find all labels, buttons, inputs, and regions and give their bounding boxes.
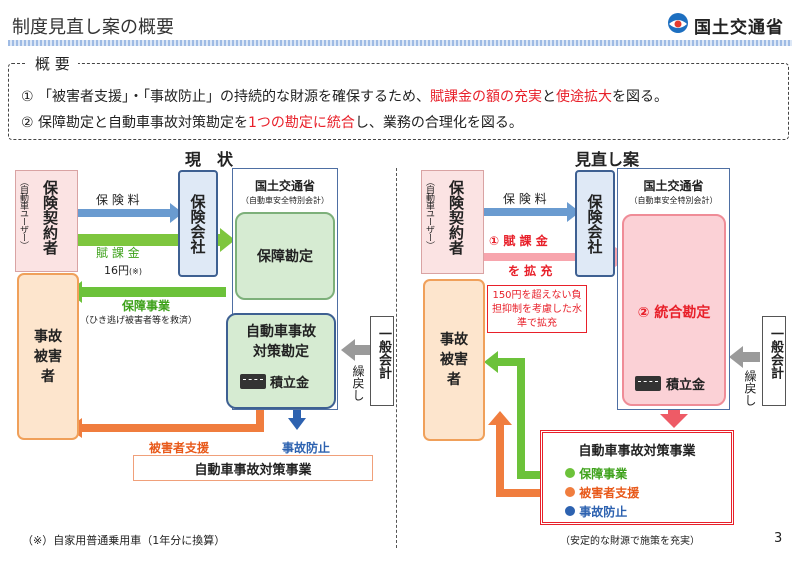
proposal-victim-box: 事故被害者 [423,279,485,441]
section-divider [396,168,397,548]
overview-line-2-pre: 保障勘定と自動車事故対策勘定を [38,115,249,131]
proposal-repayment-arrow [729,346,760,368]
logo-text: 国土交通省 [694,18,784,38]
proposal-contractor-box [421,170,484,274]
proposal-insurer-box: 保険会社 [575,170,615,277]
proposal-ministry-label: 国土交通省 [643,179,704,193]
proposal-insurer-label: 保険会社 [585,193,604,254]
ministry-emblem-icon [668,13,688,33]
current-premium-arrow [76,203,183,223]
overview-line-1-hl1: 賦課金の額の充実 [430,89,543,105]
proposal-measures-box: 自動車事故対策事業 保障事業 被害者支援 事故防止 [540,430,734,525]
title-underline [8,40,792,46]
overview-label: 概 要 [27,53,78,74]
current-victim-box: 事故被害者 [17,273,79,440]
proposal-contractor-label: 保険契約者 [447,180,465,255]
proposal-premium-label: 保 険 料 [503,192,547,206]
proposal-levy-label: ① 賦 課 金 [489,234,548,248]
proposal-item-1: 保障事業 [565,465,627,482]
current-victim-label: 事故被害者 [34,328,62,385]
current-insurer-box: 保険会社 [178,170,218,277]
current-victim-support-arrow [68,404,264,438]
overview-line-2-hl1: 1つの勘定に統合 [248,115,355,131]
current-general-account-label: 一般会計 [376,327,391,379]
current-insurer-label: 保険会社 [188,193,207,254]
current-guarantee-label: 保障勘定 [257,249,313,265]
current-levy-note-mark: (※) [129,267,142,276]
overview-line-2-num: ② [21,115,34,131]
overview-line-1: ① 「被害者支援」・「事故防止」の持続的な財源を確保するため、賦課金の額の充実と… [21,86,668,106]
current-contractor-label: 保険契約者 [41,180,59,255]
proposal-footnote: （安定的な財源で施策を充実） [560,536,700,547]
current-premium-label: 保 険 料 [96,193,140,207]
proposal-item-3-label: 事故防止 [579,505,628,519]
proposal-reserve-label: 積立金 [666,378,706,393]
proposal-item-2-label: 被害者支援 [579,486,640,500]
current-accident-account-box: 自動車事故対策勘定 積立金 [226,313,336,409]
orange-bullet-icon [565,487,575,497]
current-measures-box: 自動車事故対策事業 [133,455,373,481]
proposal-integrated-box: ② 統合勘定 積立金 [622,214,726,406]
current-prevention-label: 事故防止 [282,441,331,455]
current-repayment-label: 繰戻し [351,365,365,401]
current-prevention-arrow [288,406,306,430]
current-contractor-sub: （自動車ユーザー） [18,177,28,249]
current-ministry-sub: （自動車安全特別会計） [241,196,329,205]
proposal-title: 見直し案 [575,150,640,169]
current-levy-label: 賦 課 金 [96,246,140,260]
current-guarantee-box: 保障勘定 [235,212,335,300]
proposal-item-2: 被害者支援 [565,484,639,501]
proposal-reserve-icon [635,376,661,391]
proposal-levy-arrow [484,247,630,267]
current-guarantee-project-sub: （ひき逃げ被害者等を救済） [80,316,198,326]
blue-bullet-icon [565,506,575,516]
proposal-measures-title: 自動車事故対策事業 [578,444,696,459]
proposal-premium-arrow [484,202,580,222]
proposal-item-3: 事故防止 [565,503,627,520]
proposal-general-account-label: 一般会計 [768,327,783,379]
current-guarantee-arrow [68,281,226,303]
proposal-expand-label: を 拡 充 [508,264,553,278]
ministry-logo: 国土交通省 [667,10,795,38]
proposal-repayment-label: 繰戻し [743,370,757,406]
current-victim-support-label: 被害者支援 [149,441,210,455]
proposal-integrated-label: ② 統合勘定 [637,305,711,321]
page-title: 制度見直し案の概要 [12,17,174,38]
proposal-contractor-sub: （自動車ユーザー） [424,177,434,249]
proposal-green-arrow [484,351,556,479]
overview-line-1-num: ① [21,89,34,105]
current-ministry-label: 国土交通省 [254,179,315,193]
current-accident-account-label: 自動車事故対策勘定 [246,324,316,360]
current-reserve-icon [240,374,266,389]
current-measures-title: 自動車事故対策事業 [194,462,312,478]
overview-line-1-post: を図る。 [612,89,669,105]
overview-line-1-hl2: 使途拡大 [556,89,613,105]
current-repayment-arrow [341,339,370,361]
overview-line-1-mid: と [542,89,557,105]
footer-note: （※）自家用普通乗用車（1年分に換算） [22,534,226,547]
current-title: 現 状 [185,150,234,169]
current-contractor-box [15,170,78,272]
current-guarantee-project-label: 保障事業 [122,299,171,313]
green-bullet-icon [565,468,575,478]
current-general-account-box: 一般会計 [370,316,394,406]
overview-line-2-post: し、業務の合理化を図る。 [354,115,523,131]
proposal-levy-note: 150円を超えない負担抑制を考慮した水準で拡充 [487,285,587,333]
page-number: 3 [774,531,783,546]
current-levy-amount: 16円(※) [104,262,142,278]
proposal-victim-label: 事故被害者 [440,332,468,388]
current-levy-amount-value: 16円 [104,264,129,277]
current-reserve-label: 積立金 [270,376,310,391]
proposal-general-account-box: 一般会計 [762,316,786,406]
proposal-down-arrow [660,405,688,428]
proposal-item-1-label: 保障事業 [579,467,628,481]
overview-line-1-pre: 「被害者支援」・「事故防止」の持続的な財源を確保するため、 [38,89,431,105]
proposal-ministry-sub: （自動車安全特別会計） [629,196,718,205]
proposal-orange-arrow [488,411,556,497]
overview-box: 概 要 ① 「被害者支援」・「事故防止」の持続的な財源を確保するため、賦課金の額… [8,53,789,140]
overview-line-2: ② 保障勘定と自動車事故対策勘定を1つの勘定に統合し、業務の合理化を図る。 [21,112,523,132]
